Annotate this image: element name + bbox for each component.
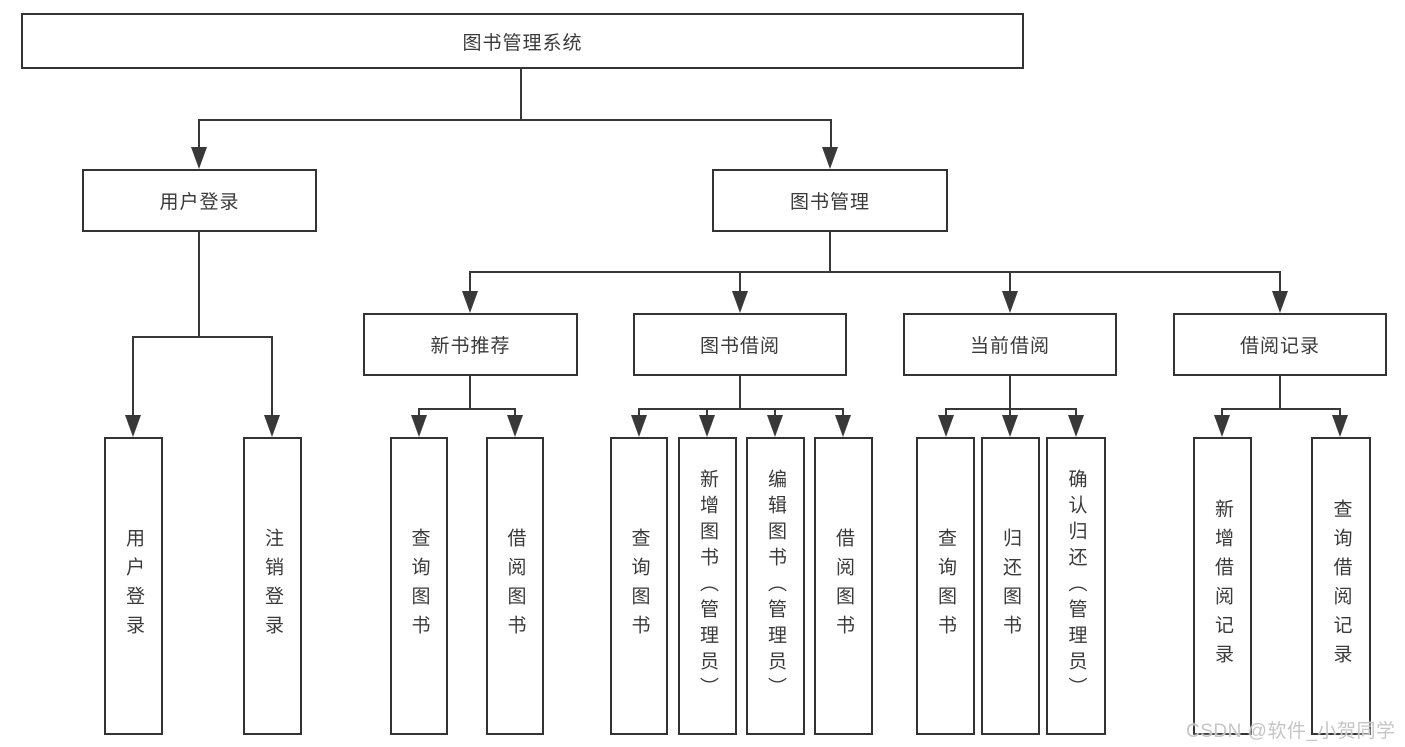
leaf-label: 查询图书 <box>935 528 956 644</box>
connector-drop-new-rec <box>469 271 471 292</box>
connector-group1-trunk <box>469 376 471 408</box>
arrow-down-icon <box>1002 415 1018 437</box>
arrow-down-icon <box>507 415 523 437</box>
connector-group3-trunk <box>1009 376 1011 408</box>
connector-group4-drop2 <box>1339 408 1341 416</box>
connector-group2-drop1 <box>638 408 640 416</box>
arrow-down-icon <box>411 415 427 437</box>
connector-group2-bar <box>638 408 844 410</box>
connector-group2-drop3 <box>774 408 776 416</box>
connector-user-login-trunk <box>198 232 200 336</box>
arrow-down-icon <box>732 291 748 313</box>
leaf-return-books: 归还图书 <box>981 437 1040 735</box>
leaf-logout: 注销登录 <box>243 437 302 735</box>
arrow-down-icon <box>462 291 478 313</box>
arrow-down-icon <box>767 415 783 437</box>
leaf-label: 新增图书（管理员） <box>697 469 718 703</box>
connector-group3-drop3 <box>1075 408 1077 416</box>
connector-group3-drop1 <box>945 408 947 416</box>
leaf-edit-book-admin: 编辑图书（管理员） <box>746 437 805 735</box>
arrow-down-icon <box>1068 415 1084 437</box>
arrow-down-icon <box>1214 415 1230 437</box>
connector-drop-borrow-records <box>1279 271 1281 292</box>
connector-group1-drop2 <box>514 408 516 416</box>
arrow-down-icon <box>264 415 280 437</box>
connector-group4-trunk <box>1279 376 1281 408</box>
leaf-borrow-books-recommend: 借阅图书 <box>486 437 544 735</box>
leaf-borrow-books-borrowing: 借阅图书 <box>814 437 873 735</box>
connector-group1-drop1 <box>418 408 420 416</box>
leaf-label: 确认归还（管理员） <box>1065 469 1087 703</box>
leaf-query-books-borrowing: 查询图书 <box>610 437 668 735</box>
leaf-label: 新增借阅记录 <box>1212 499 1233 673</box>
leaf-label: 查询借阅记录 <box>1330 499 1352 673</box>
node-new-book-recommend: 新书推荐 <box>363 313 578 376</box>
connector-drop-user-login <box>198 119 200 149</box>
csdn-watermark: CSDN @软件_小贺同学 <box>1186 721 1396 742</box>
node-book-borrowing: 图书借阅 <box>633 313 847 376</box>
leaf-label: 借阅图书 <box>833 528 854 644</box>
arrow-down-icon <box>631 415 647 437</box>
connector-level2-bar <box>198 119 832 121</box>
connector-drop-book-borrow <box>739 271 741 292</box>
connector-group2-drop4 <box>842 408 844 416</box>
connector-root-trunk <box>520 69 522 119</box>
arrow-down-icon <box>1272 291 1288 313</box>
arrow-down-icon <box>1332 415 1348 437</box>
node-borrowing-records: 借阅记录 <box>1173 313 1387 376</box>
connector-group2-drop2 <box>706 408 708 416</box>
node-book-management: 图书管理 <box>712 169 948 232</box>
connector-group3-bar <box>945 408 1077 410</box>
leaf-confirm-return-admin: 确认归还（管理员） <box>1046 437 1106 735</box>
leaf-add-borrow-record: 新增借阅记录 <box>1193 437 1252 735</box>
node-user-login: 用户登录 <box>82 169 317 232</box>
connector-drop-leaf-login <box>132 336 134 416</box>
leaf-query-books-current: 查询图书 <box>916 437 975 735</box>
leaf-user-login: 用户登录 <box>104 437 163 735</box>
connector-level3-bar <box>469 271 1281 273</box>
connector-group4-drop1 <box>1221 408 1223 416</box>
leaf-label: 归还图书 <box>1000 528 1021 644</box>
leaf-label: 查询图书 <box>628 528 650 644</box>
leaf-label: 编辑图书（管理员） <box>765 469 786 703</box>
leaf-label: 查询图书 <box>408 528 430 644</box>
connector-drop-leaf-logout <box>271 336 273 416</box>
node-root: 图书管理系统 <box>21 13 1024 69</box>
leaf-add-book-admin: 新增图书（管理员） <box>678 437 737 735</box>
leaf-label: 用户登录 <box>123 528 144 644</box>
connector-group3-drop2 <box>1009 408 1011 416</box>
leaf-query-borrow-record: 查询借阅记录 <box>1311 437 1371 735</box>
connector-group2-trunk <box>739 376 741 408</box>
leaf-label: 借阅图书 <box>504 528 526 644</box>
leaf-label: 注销登录 <box>262 528 283 644</box>
connector-book-mgmt-trunk <box>829 232 831 271</box>
arrow-down-icon <box>1002 291 1018 313</box>
arrow-down-icon <box>822 147 838 169</box>
arrow-down-icon <box>191 147 207 169</box>
connector-group1-bar <box>418 408 516 410</box>
connector-drop-current-borrow <box>1009 271 1011 292</box>
connector-user-login-bar <box>132 336 273 338</box>
leaf-query-books-recommend: 查询图书 <box>390 437 448 735</box>
connector-group4-bar <box>1221 408 1341 410</box>
arrow-down-icon <box>835 415 851 437</box>
node-current-borrowing: 当前借阅 <box>903 313 1117 376</box>
arrow-down-icon <box>699 415 715 437</box>
arrow-down-icon <box>125 415 141 437</box>
arrow-down-icon <box>938 415 954 437</box>
connector-drop-book-mgmt <box>830 119 832 149</box>
